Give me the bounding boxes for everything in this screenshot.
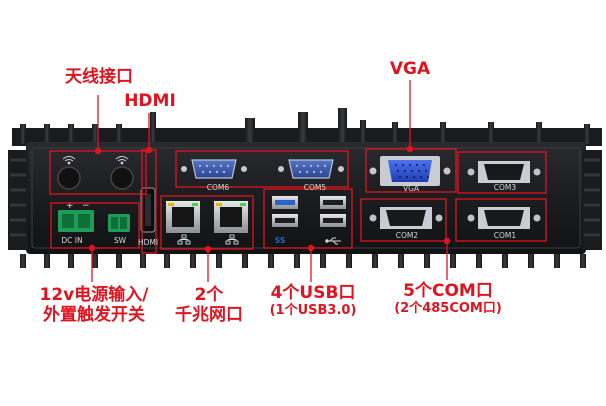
sw-label: SW xyxy=(113,236,127,245)
com1-label: COM1 xyxy=(493,231,517,240)
com-ports-top xyxy=(181,159,344,179)
leader-lines xyxy=(88,80,451,282)
callout-com-line1: 5个COM口 xyxy=(403,281,493,301)
callout-usb-line2: (1个USB3.0) xyxy=(269,302,357,318)
callout-lan-line1: 2个 xyxy=(194,285,224,305)
svg-text:−: − xyxy=(82,201,90,211)
callout-power: 12v电源输入/ 外置触发开关 xyxy=(28,285,160,325)
callout-usb: 4个USB口 (1个USB3.0) xyxy=(262,283,364,318)
callout-antenna: 天线接口 xyxy=(65,67,133,87)
ss-label: SS xyxy=(274,236,286,245)
callout-hdmi: HDMI xyxy=(124,91,176,111)
com5-label: COM5 xyxy=(303,183,327,192)
com-ports-right xyxy=(369,161,541,229)
hdmi-port xyxy=(140,187,156,233)
antenna-ports xyxy=(57,166,134,190)
com3-label: COM3 xyxy=(493,183,517,192)
callout-com: 5个COM口 (2个485COM口) xyxy=(386,281,510,316)
callout-lan: 2个 千兆网口 xyxy=(166,285,252,325)
heatsink-top xyxy=(12,108,602,146)
callout-vga: VGA xyxy=(389,59,431,79)
com2-label: COM2 xyxy=(395,231,419,240)
power-terminal: + − xyxy=(58,201,130,232)
callout-power-line1: 12v电源输入/ xyxy=(39,285,149,305)
vga-port xyxy=(369,156,451,186)
wifi-icon xyxy=(62,156,129,165)
com6-label: COM6 xyxy=(206,183,230,192)
callout-power-line2: 外置触发开关 xyxy=(43,304,145,325)
callout-com-line2: (2个485COM口) xyxy=(394,300,502,316)
network-icon xyxy=(177,234,239,245)
usb-icon xyxy=(325,237,341,245)
dcin-label: DC IN xyxy=(61,236,83,245)
lan-ports xyxy=(166,201,248,233)
usb-ports xyxy=(272,196,346,227)
callout-usb-line1: 4个USB口 xyxy=(270,283,356,303)
svg-text:+: + xyxy=(66,201,74,211)
callout-lan-line2: 千兆网口 xyxy=(175,304,243,325)
hdmi-panel-label: HDMI xyxy=(137,238,159,247)
vga-label: VGA xyxy=(402,184,420,193)
